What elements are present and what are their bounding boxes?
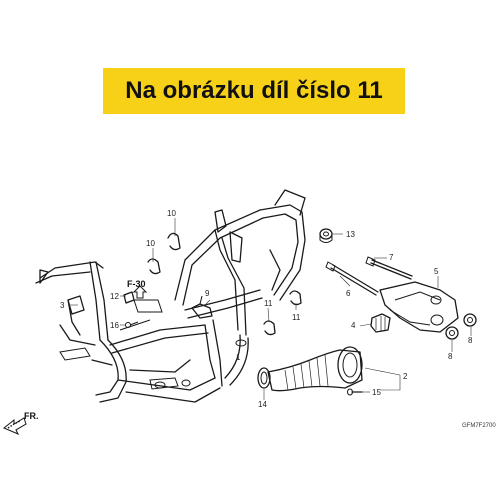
callout-9: 9 xyxy=(205,289,210,298)
leader-lines xyxy=(68,218,472,400)
screw-part-15 xyxy=(347,388,363,396)
collar-part-8-upper xyxy=(463,313,477,327)
callout-10-upper: 10 xyxy=(167,209,176,218)
clip-part-9 xyxy=(191,295,213,319)
callout-16: 16 xyxy=(110,321,119,330)
clamp-band-part-14 xyxy=(257,367,271,389)
banner-text: Na obrázku díl číslo 11 xyxy=(125,77,383,104)
callout-6: 6 xyxy=(346,289,351,298)
intake-duct-part-2 xyxy=(267,346,363,392)
callout-10-lower: 10 xyxy=(146,239,155,248)
callout-15: 15 xyxy=(372,388,381,397)
callout-5: 5 xyxy=(434,267,439,276)
direction-label: FR. xyxy=(24,411,39,421)
callout-11-right: 11 xyxy=(292,313,301,322)
clamp-part-10-lower xyxy=(147,258,161,275)
rubber-mount-part-4 xyxy=(370,313,391,333)
section-ref-label: F-30 xyxy=(127,279,146,289)
callout-13: 13 xyxy=(346,230,355,239)
engine-hanger-part-5 xyxy=(379,281,459,333)
collar-part-8-lower xyxy=(445,326,459,340)
clamp-part-10-upper xyxy=(167,232,181,251)
part-number-banner: Na obrázku díl číslo 11 xyxy=(103,68,405,114)
callout-11-left: 11 xyxy=(264,299,273,308)
diagram-code: GFM7F2700 xyxy=(462,423,496,429)
callout-14: 14 xyxy=(258,400,267,409)
callout-8-right: 8 xyxy=(468,336,473,345)
bolt-part-6 xyxy=(325,261,379,296)
callout-2: 2 xyxy=(403,372,408,381)
callout-7: 7 xyxy=(389,253,394,262)
callouts: 10 10 13 7 5 6 4 8 8 2 15 14 9 11 11 3 1… xyxy=(60,209,473,409)
clamp-part-11-right xyxy=(289,290,302,306)
clamp-part-11-left xyxy=(263,320,276,336)
callout-1: 1 xyxy=(236,353,241,362)
callout-12: 12 xyxy=(110,292,119,301)
scooter-frame xyxy=(35,189,306,403)
bolt-part-7 xyxy=(365,256,413,280)
callout-3: 3 xyxy=(60,301,65,310)
collar-part-12 xyxy=(123,291,135,304)
bracket-part-3 xyxy=(67,295,85,315)
front-direction-arrow: FR. xyxy=(3,411,39,435)
section-ref-f30: F-30 xyxy=(127,279,163,313)
callout-4: 4 xyxy=(351,321,356,330)
bushing-part-13 xyxy=(319,228,333,243)
callout-8-lower: 8 xyxy=(448,352,453,361)
